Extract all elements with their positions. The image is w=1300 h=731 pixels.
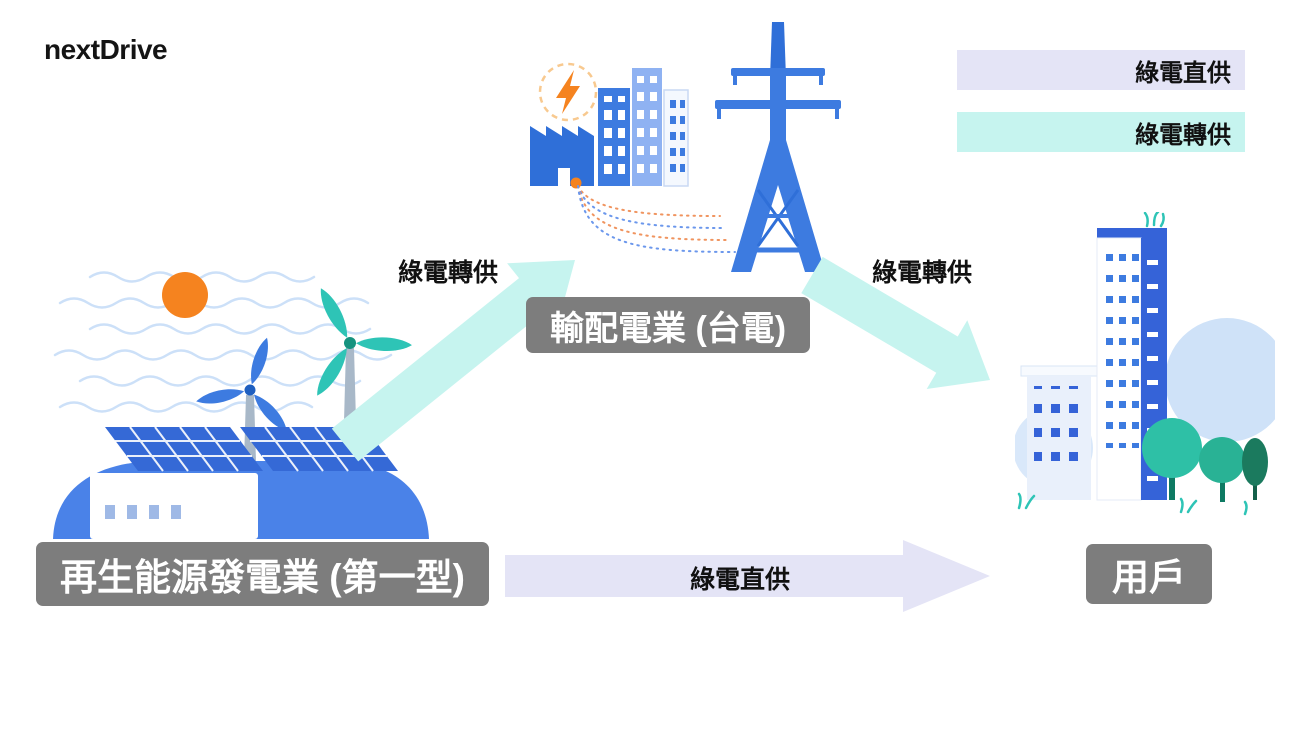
transmission-tower-icon — [715, 22, 841, 272]
wave-lines — [53, 271, 393, 413]
legend-direct-label: 綠電直供 — [1135, 59, 1231, 87]
brand-logo: nextDrive — [44, 34, 168, 65]
rooftop-plant-icon — [1143, 212, 1165, 228]
legend-item-transfer: 綠電轉供 — [957, 112, 1245, 152]
grass-icon — [1017, 492, 1248, 516]
node-consumer-label: 用戶 — [1112, 557, 1186, 598]
wheeling-upper-label: 綠電轉供 — [397, 259, 498, 287]
sun-icon — [162, 272, 208, 318]
factory-icon — [530, 68, 689, 187]
consumer-buildings-illustration — [1015, 212, 1275, 516]
office-building-icon — [1020, 365, 1098, 500]
tree-icon — [1199, 437, 1245, 502]
power-plant-illustration — [530, 22, 841, 272]
tree-icon — [1142, 418, 1202, 500]
node-utility: 輸配電業 (台電) — [526, 297, 811, 353]
wheeling-arrow-down — [801, 256, 990, 389]
wind-turbine-icon — [317, 288, 412, 396]
node-generator-label: 再生能源發電業 (第一型) — [60, 557, 465, 598]
direct-supply-label: 綠電直供 — [689, 566, 790, 594]
facility-windows — [105, 505, 181, 519]
wheeling-lower-label: 綠電轉供 — [871, 259, 972, 287]
tree-icon — [1242, 438, 1268, 500]
connection-dot — [570, 177, 582, 189]
wheeling-arrow-up — [331, 260, 575, 462]
legend-transfer-label: 綠電轉供 — [1135, 121, 1231, 149]
power-cables — [577, 185, 736, 253]
node-consumer: 用戶 — [1086, 544, 1212, 604]
lightning-icon — [538, 62, 598, 122]
wind-turbine-icon — [196, 337, 287, 431]
node-generator: 再生能源發電業 (第一型) — [36, 542, 489, 606]
node-utility-label: 輸配電業 (台電) — [550, 309, 787, 348]
direct-supply-arrow — [505, 540, 990, 612]
legend-item-direct: 綠電直供 — [957, 50, 1245, 90]
background-blob — [1165, 318, 1275, 442]
